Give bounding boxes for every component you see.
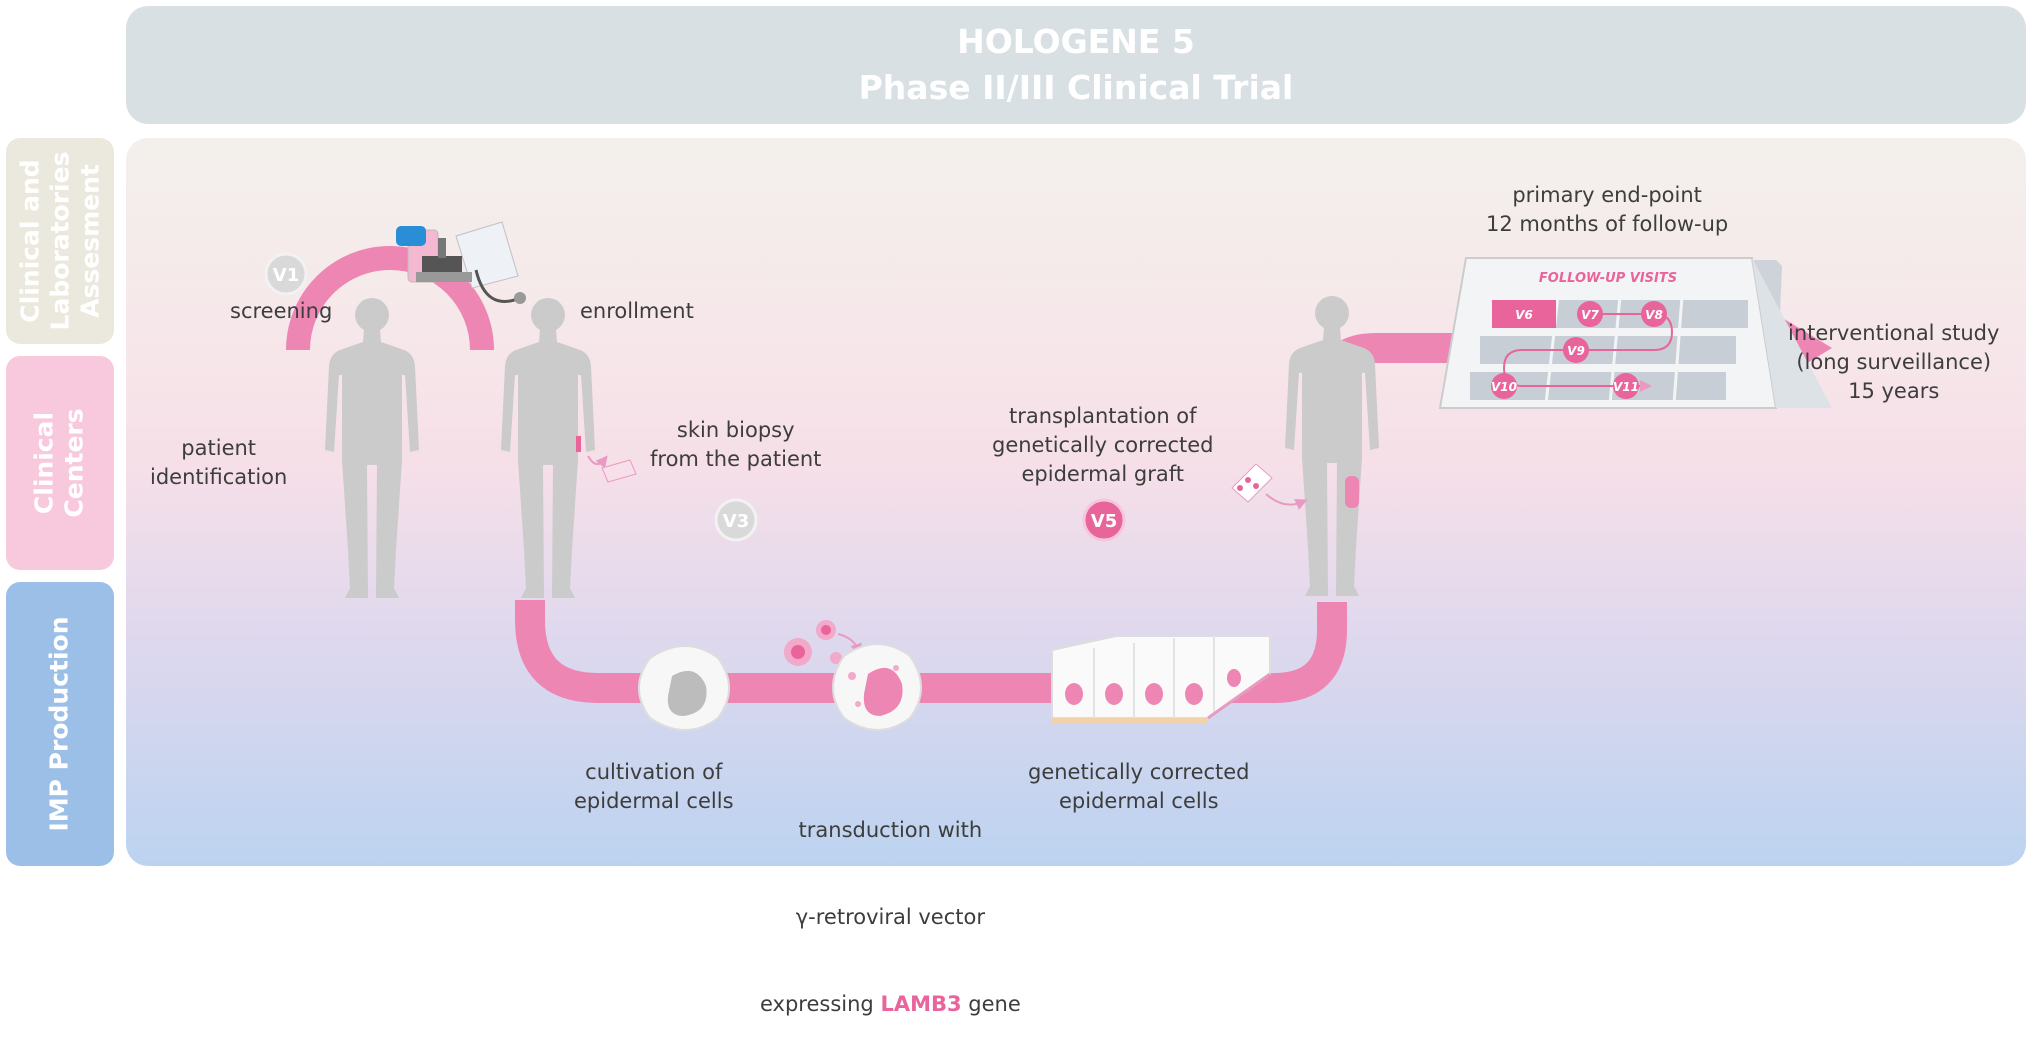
assessment-label: Clinical and Laboratories Assesment [15,151,104,331]
corrected-cells-label: genetically corrected epidermal cells [1028,760,1250,813]
skin-biopsy-sample-icon [587,455,637,483]
skin-biopsy-label: skin biopsy from the patient [650,418,822,471]
side-label-assessment: Clinical and Laboratories Assesment [6,138,114,344]
calendar-visit-v11: V11 [1613,380,1639,394]
transduction-line-3: expressing LAMB3 gene [760,990,1021,1019]
trial-name: HOLOGENE 5 [957,22,1195,61]
imp-production-label: IMP Production [45,616,75,832]
calendar-title: FOLLOW-UP VISITS [1539,271,1677,286]
visit-v5-text: V5 [1091,511,1117,532]
transplantation-label: transplantation of genetically corrected… [992,404,1214,486]
trial-phase: Phase II/III Clinical Trial [858,68,1294,107]
cultivation-label: cultivation of epidermal cells [574,760,734,813]
transduction-pre: expressing [760,992,881,1016]
graft-site-mark [1345,476,1359,508]
trial-flow-diagram: FOLLOW-UP VISITS V6 V7 V8 V9 V10 V11 [264,221,1832,731]
follow-up-calendar: FOLLOW-UP VISITS V6 V7 V8 V9 V10 V11 [1438,257,1832,409]
trial-title-banner: HOLOGENE 5 Phase II/III Clinical Trial [126,6,2026,124]
transduction-line-2: γ-retroviral vector [795,905,985,929]
production-tube [515,600,1347,703]
side-label-imp-production: IMP Production [6,582,114,866]
transduction-label: transduction with γ-retroviral vector ex… [760,758,1021,1048]
epidermal-graft-icon [1051,635,1271,724]
biopsy-site-mark [576,436,581,452]
side-label-clinical-centers: Clinical Centers [6,356,114,570]
screening-arc [286,246,494,351]
gene-name: LAMB3 [880,992,962,1016]
transduction-post: gene [961,992,1021,1016]
graft-sample-icon [1231,463,1308,510]
screening-label: screening [230,299,333,323]
calendar-visit-v7: V7 [1581,308,1599,322]
calendar-visit-v8: V8 [1645,308,1663,322]
retroviral-vector-icon [784,620,862,666]
patient-silhouette-1 [325,298,419,598]
calendar-visit-v6: V6 [1515,308,1533,322]
visit-v1-text: V1 [273,265,299,286]
visit-badge-v1: V1 [264,252,308,296]
transduced-cell-icon [832,643,922,731]
lab-equipment-icon [396,221,526,304]
patient-identification-label: patient identification [150,436,288,489]
visit-badge-v5: V5 [1082,498,1126,542]
clinical-centers-label: Clinical Centers [30,408,89,518]
calendar-visit-v9: V9 [1567,344,1585,358]
enrollment-label: enrollment [580,299,694,323]
visit-v3-text: V3 [723,511,749,532]
calendar-visit-v10: V10 [1491,380,1517,394]
visit-badge-v3: V3 [714,498,758,542]
interventional-study-label: interventional study (long surveillance)… [1788,321,2000,403]
transduction-line-1: transduction with [798,818,983,842]
epidermal-cell-icon [638,645,730,731]
primary-endpoint-label: primary end-point 12 months of follow-up [1486,183,1729,236]
